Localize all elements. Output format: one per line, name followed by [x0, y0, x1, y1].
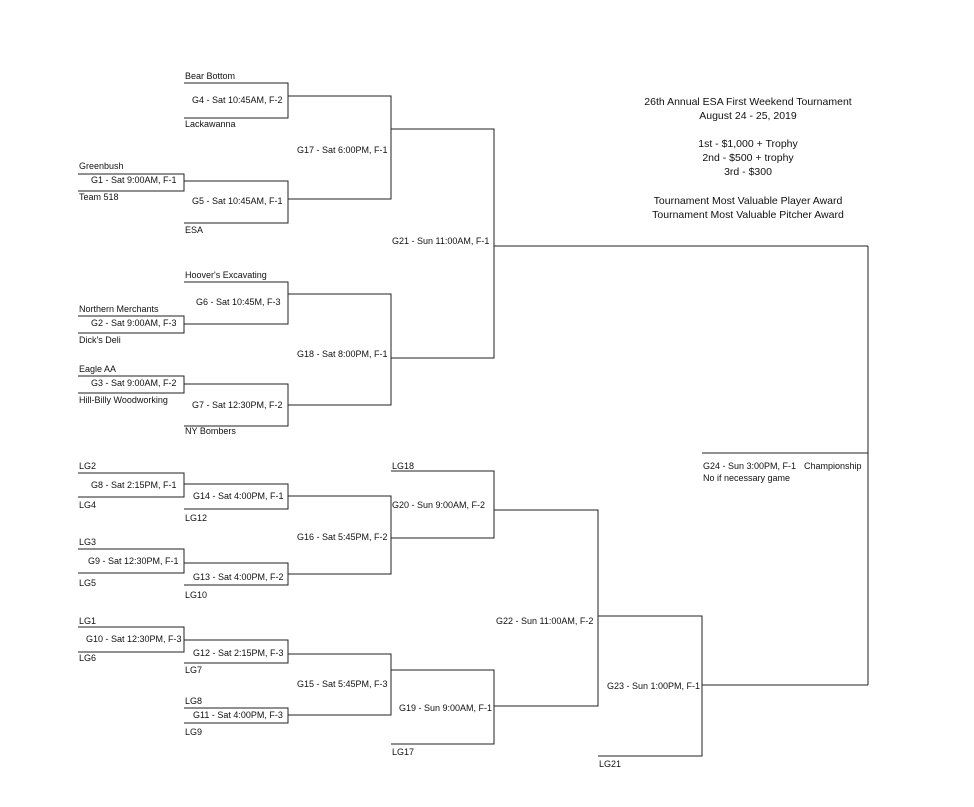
game-g6: G6 - Sat 10:45M, F-3 [196, 297, 281, 307]
bracket-g22 [494, 509, 599, 707]
loser-lg4: LG4 [79, 500, 97, 510]
prize-third: 3rd - $300 [724, 166, 772, 178]
game-g15: G15 - Sat 5:45PM, F-3 [297, 679, 388, 689]
bracket-g20 [391, 470, 495, 539]
bracket-g18 [288, 293, 392, 406]
bracket-g23 [598, 615, 703, 757]
bracket-g8 [78, 472, 185, 498]
game-g4: G4 - Sat 10:45AM, F-2 [192, 95, 283, 105]
game-g17: G17 - Sat 6:00PM, F-1 [297, 145, 388, 155]
game-g12: G12 - Sat 2:15PM, F-3 [193, 648, 284, 658]
game-g16: G16 - Sat 5:45PM, F-2 [297, 532, 388, 542]
bracket-g16 [288, 495, 392, 575]
tournament-title: 26th Annual ESA First Weekend Tournament [644, 96, 852, 108]
game-g3: G3 - Sat 9:00AM, F-2 [91, 378, 177, 388]
bracket-g17 [288, 95, 392, 200]
loser-lg3: LG3 [79, 537, 97, 547]
prize-second: 2nd - $500 + trophy [702, 152, 794, 164]
bracket-g12 [184, 639, 289, 664]
bracket-g4 [184, 82, 289, 119]
team-eagle-aa: Eagle AA [79, 364, 117, 374]
bracket-g19 [391, 669, 495, 745]
team-northern-merchants: Northern Merchants [79, 304, 159, 314]
loser-lg21: LG21 [599, 759, 622, 769]
team-hoovers-excavating: Hoover's Excavating [185, 270, 267, 280]
team-lackawanna: Lackawanna [185, 119, 236, 129]
game-g5: G5 - Sat 10:45AM, F-1 [192, 196, 283, 206]
game-g24: G24 - Sun 3:00PM, F-1 [703, 461, 797, 471]
game-g7: G7 - Sat 12:30PM, F-2 [192, 400, 283, 410]
game-g1: G1 - Sat 9:00AM, F-1 [91, 175, 177, 185]
team-518: Team 518 [79, 192, 119, 202]
loser-lg7: LG7 [185, 665, 203, 675]
loser-lg10: LG10 [185, 590, 208, 600]
bracket-g6 [184, 281, 289, 325]
bracket-g15 [288, 653, 392, 716]
game-g14: G14 - Sat 4:00PM, F-1 [193, 491, 284, 501]
award-mvp: Tournament Most Valuable Player Award [653, 195, 843, 207]
team-esa: ESA [185, 225, 204, 235]
team-hill-billy-woodworking: Hill-Billy Woodworking [79, 395, 168, 405]
team-bear-bottom: Bear Bottom [185, 71, 236, 81]
loser-lg18: LG18 [392, 461, 415, 471]
championship-label: Championship [804, 461, 862, 471]
bracket-g21 [391, 128, 495, 359]
bracket-g9 [78, 548, 185, 574]
game-g8: G8 - Sat 2:15PM, F-1 [91, 480, 177, 490]
game-g21: G21 - Sun 11:00AM, F-1 [392, 236, 490, 246]
bracket-g5 [184, 180, 289, 224]
game-g20: G20 - Sun 9:00AM, F-2 [392, 500, 486, 510]
team-dicks-deli: Dick's Deli [79, 335, 121, 345]
game-g22: G22 - Sun 11:00AM, F-2 [496, 616, 594, 626]
loser-lg17: LG17 [392, 747, 415, 757]
loser-lg5: LG5 [79, 578, 97, 588]
game-g23: G23 - Sun 1:00PM, F-1 [607, 681, 701, 691]
team-ny-bombers: NY Bombers [185, 426, 236, 436]
loser-lg8: LG8 [185, 696, 203, 706]
game-g24-note: No if necessary game [703, 473, 791, 483]
loser-lg9: LG9 [185, 727, 203, 737]
prize-first: 1st - $1,000 + Trophy [698, 138, 798, 150]
loser-lg12: LG12 [185, 513, 208, 523]
award-mvp-pitcher: Tournament Most Valuable Pitcher Award [652, 209, 844, 221]
game-g18: G18 - Sat 8:00PM, F-1 [297, 349, 388, 359]
team-greenbush: Greenbush [79, 161, 124, 171]
loser-lg1: LG1 [79, 616, 97, 626]
tournament-dates: August 24 - 25, 2019 [699, 110, 797, 122]
game-g9: G9 - Sat 12:30PM, F-1 [88, 556, 179, 566]
loser-lg6: LG6 [79, 653, 97, 663]
game-g10: G10 - Sat 12:30PM, F-3 [86, 634, 182, 644]
game-g13: G13 - Sat 4:00PM, F-2 [193, 572, 284, 582]
loser-lg2: LG2 [79, 461, 97, 471]
game-g19: G19 - Sun 9:00AM, F-1 [399, 703, 493, 713]
game-g11: G11 - Sat 4:00PM, F-3 [193, 710, 283, 720]
game-g2: G2 - Sat 9:00AM, F-3 [91, 318, 177, 328]
bracket-g1 [78, 173, 185, 192]
